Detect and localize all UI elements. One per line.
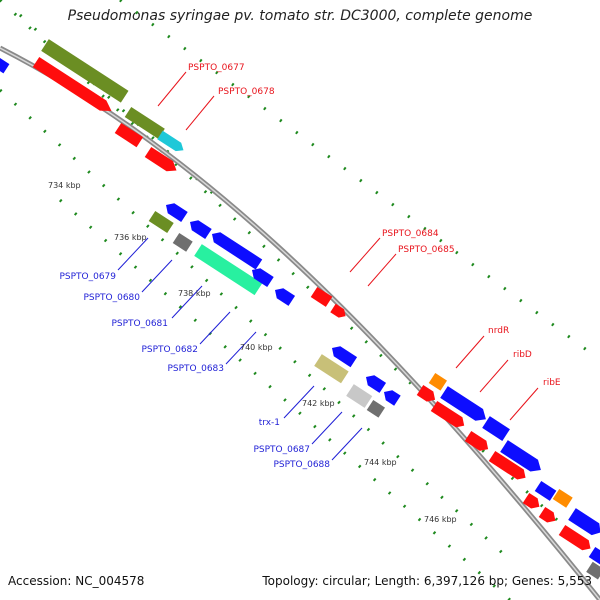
gene-arrow-grey-0680 bbox=[172, 232, 193, 252]
gene-arrow-khaki-trx1 bbox=[314, 354, 349, 384]
accession-label: Accession: NC_004578 bbox=[8, 574, 145, 588]
leader-ribD bbox=[479, 359, 509, 393]
gene-arrow-blue-ribD bbox=[440, 386, 486, 421]
gene-arrow-olive-0679 bbox=[148, 210, 174, 234]
gene-arrow-blue-2 bbox=[190, 220, 212, 240]
gene-arrow-blue-12 bbox=[588, 546, 600, 565]
tick-guide-far bbox=[119, 0, 600, 362]
gene-label-0679: PSPTO_0679 bbox=[59, 272, 116, 282]
leader-0683 bbox=[225, 331, 257, 365]
gene-arrow-orange-nrdR bbox=[428, 372, 448, 391]
leaders-top bbox=[157, 71, 539, 421]
scale-label-736: 736 kbp bbox=[114, 233, 147, 242]
gene-arrow-red-13 bbox=[522, 492, 540, 509]
gene-arrow-blue-10 bbox=[534, 480, 557, 501]
leader-0685 bbox=[367, 253, 397, 287]
gene-arrow-cyan bbox=[157, 130, 184, 152]
gene-arrow-red-3 bbox=[144, 146, 177, 172]
gene-label-0687: PSPTO_0687 bbox=[253, 445, 310, 455]
gene-arrow-blue-6 bbox=[332, 346, 358, 368]
leader-0680 bbox=[141, 259, 173, 293]
scale-label-740: 740 kbp bbox=[240, 343, 273, 352]
leader-0681 bbox=[171, 285, 203, 319]
leader-0682 bbox=[199, 311, 231, 345]
map-title: Pseudomonas syringae pv. tomato str. DC3… bbox=[67, 8, 533, 24]
gene-label-nrdR: nrdR bbox=[488, 326, 509, 336]
gene-label-0685: PSPTO_0685 bbox=[398, 245, 455, 255]
gene-arrow-red-12 bbox=[488, 450, 526, 480]
leader-0677 bbox=[157, 71, 187, 107]
gene-arrow-blue-7 bbox=[366, 375, 387, 393]
leader-0684 bbox=[349, 237, 381, 273]
tick-guide-inner bbox=[59, 198, 511, 600]
leader-nrdR bbox=[455, 335, 485, 369]
leader-ribE bbox=[509, 387, 539, 421]
gene-label-0682: PSPTO_0682 bbox=[141, 345, 198, 355]
scale-label-738: 738 kbp bbox=[178, 289, 211, 298]
gene-arrow-grey-0688 bbox=[366, 399, 386, 418]
gene-arrow-olive-0678 bbox=[124, 106, 165, 139]
gene-group-0677 bbox=[41, 39, 129, 103]
genome-backbone-highlight bbox=[0, 47, 600, 600]
gene-arrow-blue-8 bbox=[384, 390, 401, 406]
gene-arrow-silver-0687 bbox=[346, 384, 373, 408]
gene-label-ribE: ribE bbox=[543, 378, 561, 388]
gene-label-0681: PSPTO_0681 bbox=[111, 319, 168, 329]
gene-arrow-blue-9 bbox=[500, 440, 541, 472]
gene-arrow-blue-11 bbox=[568, 508, 600, 536]
scale-label-742: 742 kbp bbox=[302, 399, 335, 408]
genome-backbone bbox=[0, 45, 600, 600]
leaders-bottom bbox=[117, 237, 363, 461]
gene-label-0684: PSPTO_0684 bbox=[382, 229, 439, 239]
gene-arrow-blue-3 bbox=[212, 232, 263, 270]
gene-label-0680: PSPTO_0680 bbox=[83, 293, 140, 303]
gene-label-0678: PSPTO_0678 bbox=[218, 87, 275, 97]
leader-0678 bbox=[185, 95, 215, 131]
gene-arrow-blue-5 bbox=[275, 288, 296, 306]
genome-summary: Topology: circular; Length: 6,397,126 bp… bbox=[262, 574, 592, 588]
gene-arrow-blue-1 bbox=[166, 203, 188, 223]
gene-label-trx1: trx-1 bbox=[259, 418, 280, 428]
gene-arrow-red-9 bbox=[416, 384, 436, 402]
leader-0688 bbox=[331, 427, 363, 461]
gene-arrow-red-2 bbox=[114, 122, 144, 148]
gene-label-0688: PSPTO_0688 bbox=[273, 460, 330, 470]
scale-label-744: 744 kbp bbox=[364, 458, 397, 467]
gene-arrow-red-14 bbox=[538, 506, 556, 523]
leader-0687 bbox=[311, 411, 343, 445]
gene-arrow-red-11 bbox=[464, 430, 489, 451]
gene-arrow-blue-ribE bbox=[482, 416, 510, 441]
scale-labels: 734 kbp 736 kbp 738 kbp 740 kbp 742 kbp … bbox=[48, 181, 457, 524]
gene-arrow-orange-2 bbox=[552, 488, 573, 508]
tick-guide-mid bbox=[0, 88, 512, 562]
gene-arrow-olive bbox=[41, 39, 129, 103]
gene-arrow-red bbox=[32, 56, 112, 112]
scale-label-734: 734 kbp bbox=[48, 181, 81, 190]
gene-label-0683: PSPTO_0683 bbox=[167, 364, 224, 374]
gene-label-0677: PSPTO_0677 bbox=[188, 63, 245, 73]
gene-label-ribD: ribD bbox=[513, 350, 532, 360]
gene-arrow-red-15 bbox=[558, 524, 591, 551]
gene-arrow-red-0684 bbox=[310, 286, 333, 307]
gene-arrow-red-0685 bbox=[330, 303, 346, 318]
leader-trx1 bbox=[283, 385, 315, 419]
gene-arrow-red-10 bbox=[430, 400, 465, 428]
scale-label-746: 746 kbp bbox=[424, 515, 457, 524]
gene-labels-top: PSPTO_0677 PSPTO_0678 PSPTO_0684 PSPTO_0… bbox=[188, 63, 561, 388]
leader-0679 bbox=[117, 237, 149, 271]
gene-labels-bottom: PSPTO_0679 PSPTO_0680 PSPTO_0681 PSPTO_0… bbox=[59, 272, 330, 470]
gene-arrow-blue-left bbox=[0, 54, 10, 74]
gene-arrow-spring-0681 bbox=[194, 244, 263, 296]
gene-arrow-blue-4 bbox=[252, 268, 274, 288]
